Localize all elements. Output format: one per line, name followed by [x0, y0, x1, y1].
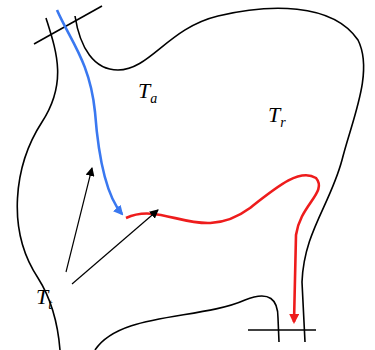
approach-path: [57, 10, 122, 214]
subscript: a: [150, 91, 157, 106]
left-wall: [17, 18, 60, 350]
symbol-label: Tr: [268, 104, 286, 130]
subscript: r: [280, 115, 285, 130]
leader-line: [66, 168, 92, 272]
top-right-wall: [75, 8, 364, 342]
subscript: t: [48, 297, 52, 312]
region-outline: [17, 6, 363, 350]
outlet-cut: [248, 329, 316, 331]
symbol-label: Ta: [138, 80, 157, 106]
leader-line: [72, 210, 158, 284]
inlet-cut: [34, 6, 102, 44]
return-path: [126, 175, 319, 322]
symbol-label: Tt: [36, 286, 52, 312]
bottom-wall: [95, 296, 279, 350]
